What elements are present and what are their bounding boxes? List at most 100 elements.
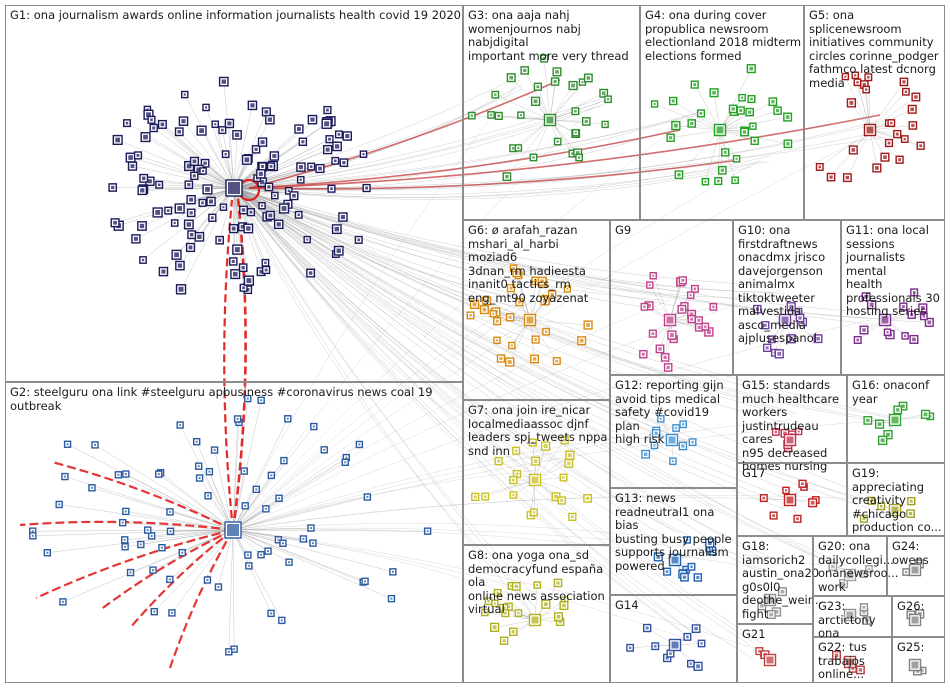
g1-edge — [141, 187, 235, 227]
strong-edge — [248, 129, 681, 189]
cluster-node-fill — [560, 498, 564, 502]
g1-node-fill — [272, 153, 277, 159]
cluster-node-fill — [492, 312, 495, 315]
cluster-node-fill — [810, 500, 815, 505]
strong-edge — [248, 159, 741, 190]
g1-node-fill — [334, 144, 340, 149]
cluster-hub-node-fill — [891, 506, 899, 514]
cluster-edge — [549, 93, 604, 121]
cluster-node-fill — [704, 180, 707, 183]
g1-node-fill — [337, 133, 341, 136]
cluster-node-fill — [697, 318, 701, 322]
cluster-node-fill — [515, 270, 519, 275]
inter-group-edge — [233, 187, 682, 632]
cluster-node-fill — [673, 123, 678, 128]
cluster-node-fill — [856, 81, 859, 84]
g2-node-fill — [129, 571, 132, 574]
cluster-node-fill — [555, 70, 559, 74]
g1-node-fill — [299, 178, 302, 181]
g1-node-fill — [150, 118, 153, 122]
g2-node-fill — [270, 474, 273, 477]
inter-group-edge — [233, 187, 698, 644]
group-label-g6: G6: ø arafah_razan mshari_al_harbi mozia… — [468, 223, 589, 305]
g2-node-fill — [227, 650, 230, 653]
g2-node-fill — [302, 537, 305, 540]
g1-node-fill — [146, 112, 151, 118]
cluster-node-fill — [519, 114, 522, 117]
group-label-g25: G25: — [897, 640, 925, 654]
g2-node-fill — [157, 473, 160, 476]
g2-node-fill — [124, 510, 127, 513]
cluster-node-fill — [694, 626, 698, 631]
cluster-node-fill — [875, 166, 879, 170]
cluster-node-fill — [647, 303, 651, 308]
inter-group-edge — [232, 79, 521, 531]
g1-node-fill — [241, 266, 245, 270]
g2-edge — [232, 471, 245, 531]
cluster-node-fill — [886, 432, 890, 437]
group-box-g8: G8: ona yoga ona_sd democracyfund españa… — [463, 545, 610, 683]
g2-edge — [124, 529, 234, 541]
g1-edge — [183, 121, 235, 189]
cluster-node-fill — [507, 605, 511, 609]
inter-group-edge — [232, 129, 881, 531]
group-label-g26: G26: — [897, 599, 925, 613]
group-box-g26: G26: — [892, 596, 945, 637]
g1-node-fill — [143, 134, 148, 140]
g1-node-fill — [133, 236, 138, 241]
group-label-g16: G16: onaconf year — [852, 378, 930, 406]
inter-group-edge — [233, 187, 680, 292]
inter-group-edge — [233, 132, 877, 191]
cluster-node-fill — [473, 495, 477, 499]
inter-group-edge — [232, 529, 531, 601]
cluster-node-fill — [648, 284, 651, 287]
inter-group-edge — [233, 187, 752, 646]
cluster-hub-node-fill — [781, 316, 789, 324]
cluster-node-fill — [877, 422, 882, 427]
cluster-node-fill — [669, 652, 672, 655]
cluster-node-fill — [862, 572, 866, 576]
inter-group-edge — [233, 187, 517, 297]
g1-node-fill — [183, 93, 186, 96]
cluster-node-fill — [912, 337, 916, 342]
g1-node-fill — [196, 167, 202, 173]
cluster-node-fill — [536, 583, 539, 587]
cluster-node-fill — [562, 476, 565, 479]
cluster-node-fill — [689, 662, 692, 665]
cluster-node-fill — [910, 313, 914, 317]
g1-node-fill — [155, 210, 161, 215]
cluster-edge — [719, 110, 778, 131]
cluster-node-fill — [862, 517, 866, 521]
g2-node-fill — [213, 449, 216, 452]
g2-edge — [158, 473, 234, 531]
g2-edge — [94, 444, 234, 531]
cluster-hub-node-fill — [846, 611, 854, 619]
inter-group-edge — [232, 529, 761, 651]
g2-node-fill — [244, 504, 247, 507]
g1-node-fill — [188, 245, 193, 250]
cluster-node-fill — [841, 581, 846, 586]
inter-group-edge — [233, 187, 533, 606]
cluster-hub-node-fill — [881, 316, 889, 324]
g1-node-fill — [292, 193, 296, 198]
group-label-g4: G4: ona during cover propublica newsroom… — [645, 8, 802, 63]
cluster-node-fill — [652, 274, 655, 277]
g2-edge — [232, 418, 238, 531]
g2-node-fill — [61, 600, 64, 603]
cluster-node-fill — [910, 107, 915, 112]
cluster-node-fill — [487, 600, 490, 603]
group-box-g23: G23: arctictony ona — [813, 596, 892, 640]
g2-node-fill — [153, 610, 156, 613]
g1-node-fill — [160, 122, 165, 127]
cluster-hub-node-fill — [911, 566, 919, 574]
cluster-node-fill — [497, 459, 501, 463]
g2-node-fill — [288, 561, 291, 564]
cluster-node-fill — [489, 113, 493, 117]
g2-edge — [169, 511, 234, 531]
cluster-node-fill — [887, 141, 891, 145]
cluster-node-fill — [775, 109, 780, 113]
cluster-node-fill — [763, 323, 767, 327]
cluster-node-fill — [851, 667, 855, 671]
g2-edge — [232, 529, 304, 540]
